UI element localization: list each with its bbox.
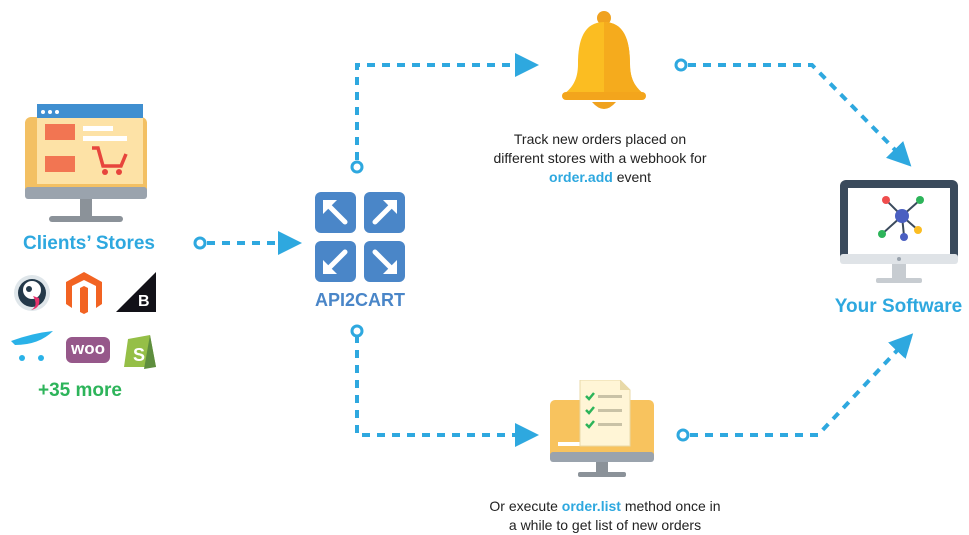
arrow-api-to-webhook <box>355 53 539 160</box>
prestashop-icon <box>13 274 51 312</box>
connector-dot <box>350 160 364 174</box>
arrow-polling-to-software <box>690 333 914 437</box>
polling-caption-prefix: Or execute <box>489 498 562 514</box>
polling-caption-line2: a while to get list of new orders <box>508 517 702 533</box>
webhook-caption-line2: different stores with a webhook for <box>493 150 707 166</box>
magento-icon <box>66 272 102 314</box>
connector-dot <box>676 428 690 442</box>
svg-text:S: S <box>133 345 145 365</box>
opencart-icon <box>9 331 55 365</box>
polling-caption-suffix: method once in <box>620 498 721 514</box>
api2cart-logo-icon <box>315 192 405 282</box>
more-platforms-label: +35 more <box>38 380 122 401</box>
webhook-caption-line1: Track new orders placed on <box>513 131 687 147</box>
webhook-caption: Track new orders placed on different sto… <box>470 130 730 187</box>
woocommerce-logo-text: woo <box>71 339 105 358</box>
store-monitor-icon <box>25 104 147 229</box>
clients-stores-label: Clients’ Stores <box>23 233 155 254</box>
webhook-caption-suffix: event <box>612 169 651 185</box>
arrow-webhook-to-software <box>688 63 912 167</box>
order-list-monitor-icon <box>550 380 656 480</box>
api2cart-label: API2CART <box>314 290 405 310</box>
connector-dot <box>193 236 207 250</box>
shopify-icon: S <box>122 329 158 369</box>
bigcommerce-icon: B <box>116 272 156 312</box>
polling-caption: Or execute order.list method once in a w… <box>455 497 755 535</box>
order-list-method: order.list <box>561 498 621 514</box>
order-add-method: order.add <box>549 169 613 185</box>
webhook-caption-line3: order.add event <box>470 168 730 187</box>
polling-caption-line1: Or execute order.list method once in <box>455 497 755 516</box>
woocommerce-icon: woo <box>66 337 110 363</box>
svg-text:B: B <box>138 293 150 310</box>
connector-dot <box>350 324 364 338</box>
connector-dot <box>674 58 688 72</box>
arrow-api-to-polling <box>355 335 539 447</box>
bell-icon <box>560 10 650 114</box>
your-software-label: Your Software <box>834 296 963 317</box>
software-monitor-icon <box>840 180 960 290</box>
